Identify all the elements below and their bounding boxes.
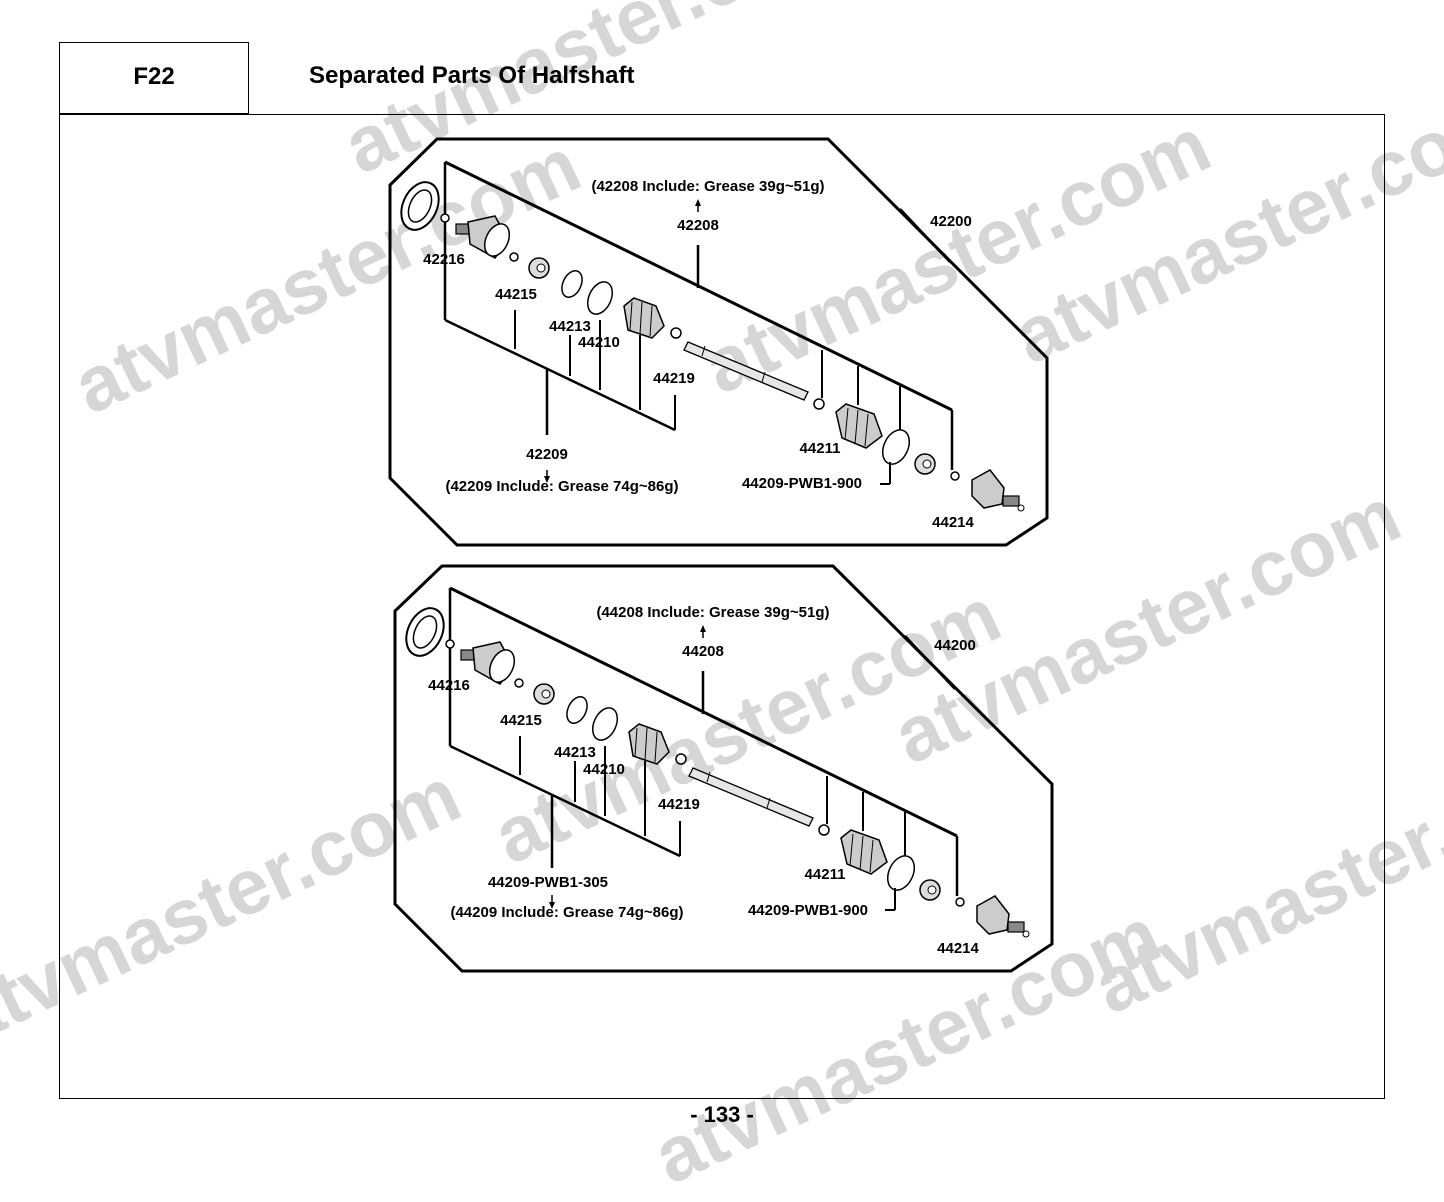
boot-part — [628, 723, 670, 765]
kit-label: 42209 — [526, 446, 568, 463]
outer-joint-part — [971, 469, 1025, 512]
diagram-top: (42208 Include: Grease 39g~51g) 42208 42… — [388, 137, 1049, 547]
part-label-44210: 44210 — [583, 761, 625, 778]
outer-joint-part — [976, 895, 1030, 938]
part-label-44210: 44210 — [578, 334, 620, 351]
part-label-44213: 44213 — [554, 744, 596, 761]
part-label-44219: 44219 — [653, 370, 695, 387]
page-title: Separated Parts Of Halfshaft — [309, 62, 635, 89]
seal-ring-part — [400, 181, 440, 231]
shaft-label: 44208 — [682, 643, 724, 660]
nut-part — [914, 453, 936, 475]
outer-joint-part — [460, 641, 516, 685]
kit-label: 44209-PWB1-305 — [488, 874, 608, 891]
part-label-44214: 44214 — [932, 514, 974, 531]
nut-part — [528, 257, 550, 279]
part-label-44214: 44214 — [937, 940, 979, 957]
content-frame — [59, 114, 1385, 1099]
part-label-44216: 44216 — [428, 677, 470, 694]
section-code: F22 — [133, 63, 175, 90]
boot-part — [840, 829, 888, 875]
diagram-bottom: (44208 Include: Grease 39g~51g) 44208 44… — [393, 564, 1054, 973]
assembly-label: 42200 — [930, 213, 972, 230]
shaft-label: 42208 — [677, 217, 719, 234]
part-label-44211: 44211 — [805, 866, 846, 883]
nut-part — [919, 879, 941, 901]
part-label-44215: 44215 — [495, 286, 537, 303]
part-label-pwb: 44209-PWB1-900 — [748, 902, 868, 919]
shaft-part — [683, 341, 809, 401]
seal-ring-part — [405, 607, 445, 657]
header-code-box: F22 — [59, 42, 249, 114]
shaft-grease-note: (44208 Include: Grease 39g~51g) — [596, 604, 829, 621]
kit-grease-note: (44209 Include: Grease 74g~86g) — [450, 904, 683, 921]
page-number: - 133 - — [690, 1102, 754, 1127]
part-label-44213: 44213 — [549, 318, 591, 335]
part-label-44211: 44211 — [800, 440, 841, 457]
halfshaft-diagrams: (42208 Include: Grease 39g~51g) 42208 42… — [388, 137, 1054, 973]
kit-grease-note: (42209 Include: Grease 74g~86g) — [445, 478, 678, 495]
outer-joint-part — [455, 215, 511, 259]
nut-part — [533, 683, 555, 705]
boot-part — [623, 297, 665, 339]
assembly-label: 44200 — [934, 637, 976, 654]
part-label-44215: 44215 — [500, 712, 542, 729]
boot-part — [835, 403, 883, 449]
part-label-44216: 42216 — [423, 251, 465, 268]
part-label-pwb: 44209-PWB1-900 — [742, 475, 862, 492]
part-label-44219: 44219 — [658, 796, 700, 813]
shaft-part — [688, 767, 814, 827]
shaft-grease-note: (42208 Include: Grease 39g~51g) — [591, 178, 824, 195]
